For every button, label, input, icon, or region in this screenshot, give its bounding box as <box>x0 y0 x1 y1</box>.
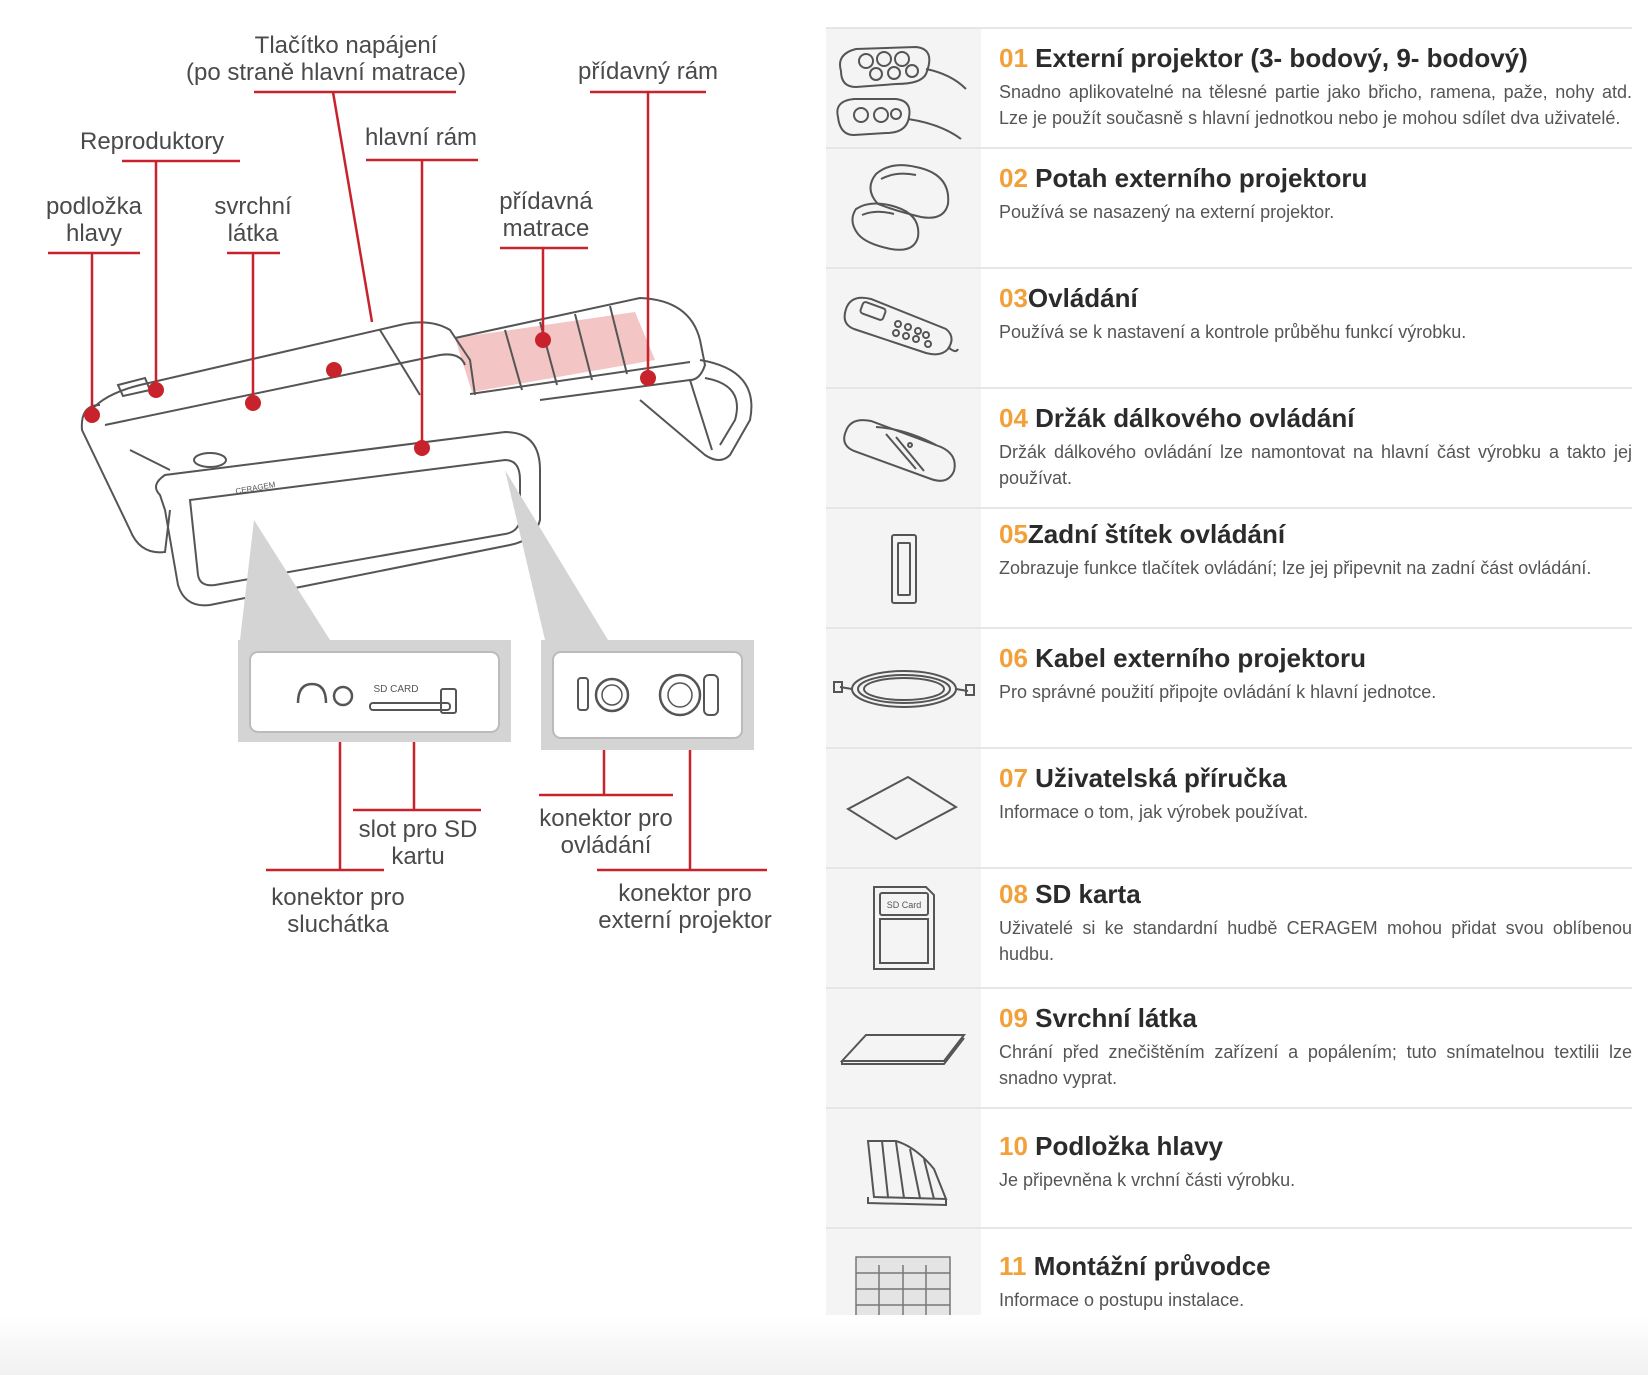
head-pad-icon <box>826 1109 981 1227</box>
main-bed <box>80 321 541 607</box>
manual-icon <box>826 749 981 867</box>
list-item: 02 Potah externího projektoru Používá se… <box>826 149 1632 269</box>
part-title: 09 Svrchní látka <box>999 1003 1198 1033</box>
projector-icon <box>826 29 981 147</box>
fabric-icon <box>826 989 981 1107</box>
part-title: 06 Kabel externího projektoru <box>999 643 1366 673</box>
part-description: Uživatelé si ke standardní hudbě CERAGEM… <box>999 918 1632 964</box>
product-diagram: SD CARD CERAGEM Tlačítko napájení (po st… <box>0 0 800 1000</box>
part-title: 05Zadní štítek ovládání <box>999 519 1286 549</box>
list-item: SD Card 08 SD karta Uživatelé si ke stan… <box>826 869 1632 989</box>
part-title: 01 Externí projektor (3- bodový, 9- bodo… <box>999 43 1528 73</box>
part-description: Snadno aplikovatelné na tělesné partie j… <box>999 82 1632 128</box>
part-description: Je připevněna k vrchní části výrobku. <box>999 1170 1296 1190</box>
label-extra-frame: přídavný rám <box>578 58 719 85</box>
part-description: Pro správné použití připojte ovládání k … <box>999 682 1437 702</box>
cable-icon <box>826 629 981 747</box>
part-description: Zobrazuje funkce tlačítek ovládání; lze … <box>999 558 1592 578</box>
projector-cover-icon <box>826 149 981 267</box>
part-description: Chrání před znečištěním zařízení a popál… <box>999 1042 1632 1088</box>
list-item: 10 Podložka hlavy Je připevněna k vrchní… <box>826 1109 1632 1229</box>
list-item: 01 Externí projektor (3- bodový, 9- bodo… <box>826 27 1632 149</box>
brand-mark-text: CERAGEM <box>235 480 277 496</box>
list-item: 05Zadní štítek ovládání Zobrazuje funkce… <box>826 509 1632 629</box>
part-title: 07 Uživatelská příručka <box>999 763 1287 793</box>
bottom-fade <box>0 1315 1648 1375</box>
label-main-frame: hlavní rám <box>365 124 478 151</box>
list-item: 04 Držák dálkového ovládání Držák dálkov… <box>826 389 1632 509</box>
remote-holder-icon <box>826 389 981 507</box>
zoom-wedge-left <box>240 520 330 640</box>
sd-card-icon: SD Card <box>826 869 981 987</box>
part-title: 10 Podložka hlavy <box>999 1131 1223 1161</box>
label-speakers: Reproduktory <box>80 128 225 155</box>
sd-card-panel-text: SD CARD <box>373 684 418 695</box>
remote-control-icon <box>826 269 981 387</box>
list-item: 07 Uživatelská příručka Informace o tom,… <box>826 749 1632 869</box>
zoom-wedge-right <box>505 470 608 640</box>
sd-card-icon-text: SD Card <box>887 900 922 910</box>
massage-bed-illustration: SD CARD CERAGEM <box>48 90 767 872</box>
list-item: 09 Svrchní látka Chrání před znečištěním… <box>826 989 1632 1109</box>
part-description: Používá se k nastavení a kontrole průběh… <box>999 322 1467 342</box>
part-title: 03Ovládání <box>999 283 1138 313</box>
label-power-button: Tlačítko napájení (po straně hlavní matr… <box>186 32 467 86</box>
part-title: 11 Montážní průvodce <box>999 1251 1271 1281</box>
part-description: Používá se nasazený na externí projektor… <box>999 202 1335 222</box>
headphone-sd-panel <box>238 640 511 742</box>
part-title: 08 SD karta <box>999 879 1141 909</box>
connector-panel <box>541 640 754 750</box>
parts-list: 01 Externí projektor (3- bodový, 9- bodo… <box>826 27 1632 1349</box>
part-description: Informace o tom, jak výrobek používat. <box>999 802 1309 822</box>
list-item: 03Ovládání Používá se k nastavení a kont… <box>826 269 1632 389</box>
list-item: 06 Kabel externího projektoru Pro správn… <box>826 629 1632 749</box>
part-description: Informace o postupu instalace. <box>999 1290 1245 1310</box>
part-title: 04 Držák dálkového ovládání <box>999 403 1355 433</box>
part-description: Držák dálkového ovládání lze namontovat … <box>999 442 1632 488</box>
part-title: 02 Potah externího projektoru <box>999 163 1368 193</box>
callout-lines <box>48 90 767 872</box>
back-label-icon <box>826 509 981 627</box>
